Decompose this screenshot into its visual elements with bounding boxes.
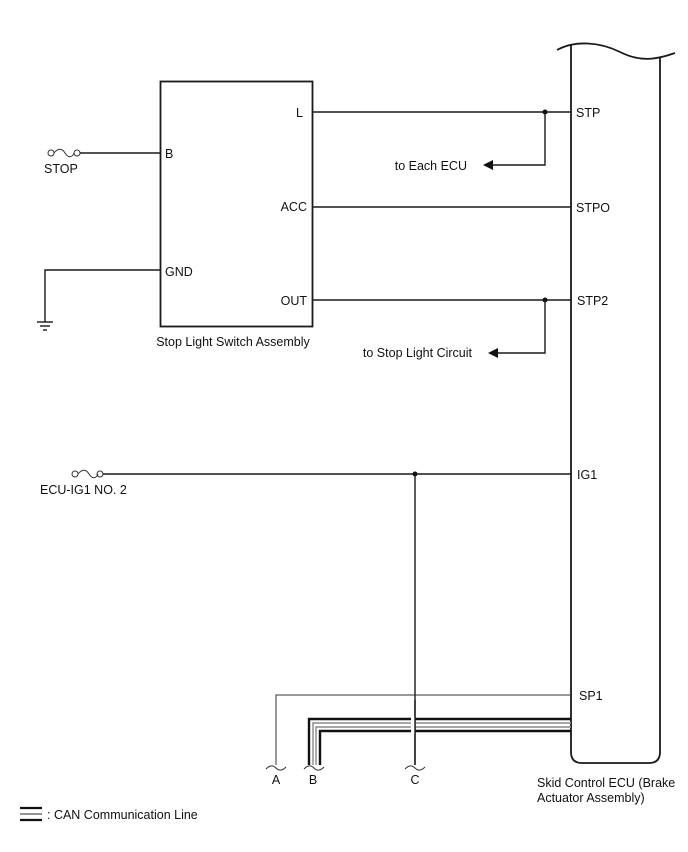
ecu-pin-ig1: IG1 bbox=[577, 468, 597, 482]
ground-icon bbox=[37, 321, 53, 331]
fuse-label-stop: STOP bbox=[44, 162, 78, 176]
ecu-label-line2: Actuator Assembly) bbox=[537, 791, 645, 805]
ecu-label-line1: Skid Control ECU (Brake bbox=[537, 776, 675, 790]
pin-label-b: B bbox=[165, 147, 173, 161]
stop-light-switch-label: Stop Light Switch Assembly bbox=[156, 335, 310, 349]
arrow-left-icon bbox=[483, 160, 493, 170]
branch-label-stop-light-circuit: to Stop Light Circuit bbox=[363, 346, 473, 360]
fuse-icon bbox=[47, 148, 81, 158]
wire-break-icon bbox=[404, 765, 426, 771]
pin-label-out: OUT bbox=[281, 294, 308, 308]
arrow-left-icon bbox=[488, 348, 498, 358]
skid-control-ecu-box bbox=[556, 42, 676, 764]
fuse-icon bbox=[71, 469, 104, 479]
wire-break-icon bbox=[303, 765, 325, 771]
wire-branch-stop-light bbox=[492, 300, 546, 354]
pin-label-l: L bbox=[296, 106, 303, 120]
wire-sp1-a bbox=[275, 694, 571, 765]
legend-label-can: : CAN Communication Line bbox=[47, 808, 198, 822]
wire-branch-each-ecu bbox=[487, 112, 546, 166]
wire-gnd bbox=[44, 269, 160, 322]
stop-light-switch-box bbox=[159, 80, 314, 328]
wire-break-icon bbox=[265, 765, 287, 771]
ecu-pin-stp: STP bbox=[576, 106, 600, 120]
ecu-pin-stp2: STP2 bbox=[577, 294, 608, 308]
branch-label-each-ecu: to Each ECU bbox=[395, 159, 467, 173]
ecu-pin-sp1: SP1 bbox=[579, 689, 603, 703]
connector-label-c: C bbox=[410, 773, 419, 787]
fuse-label-ecu-ig1: ECU-IG1 NO. 2 bbox=[40, 483, 127, 497]
pin-label-acc: ACC bbox=[281, 200, 307, 214]
pin-label-gnd: GND bbox=[165, 265, 193, 279]
can-line-bundle bbox=[307, 700, 571, 765]
can-line-legend-icon bbox=[20, 806, 42, 822]
ecu-pin-stpo: STPO bbox=[576, 201, 610, 215]
connector-label-b: B bbox=[309, 773, 317, 787]
connector-label-a: A bbox=[272, 773, 281, 787]
